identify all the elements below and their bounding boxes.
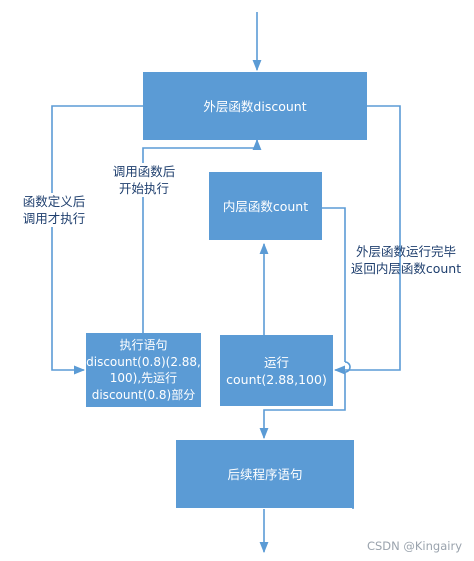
outer-done-return-label: 外层函数运行完毕 返回内层函数count (350, 244, 462, 276)
following-statements-node: 后续程序语句 (176, 440, 354, 508)
run-inner-node: 运行 count(2.88,100) (220, 335, 333, 406)
outer-return-connector (333, 105, 401, 375)
run-inner-label: 运行 count(2.88,100) (226, 354, 327, 387)
following-statements-label: 后续程序语句 (227, 466, 303, 482)
execute-statement-node: 执行语句 discount(0.8)(2.88, 100),先运行 discou… (86, 333, 201, 407)
inner-function-node: 内层函数count (209, 172, 322, 240)
define-to-execute-connector (51, 105, 143, 375)
inner-function-label: 内层函数count (222, 198, 309, 214)
outer-function-label: 外层函数discount (203, 98, 307, 114)
outer-function-node: 外层函数discount (143, 72, 367, 140)
inner-to-following-connector (322, 207, 346, 362)
call-to-outer-connector (142, 138, 262, 333)
execute-statement-label: 执行语句 discount(0.8)(2.88, 100),先运行 discou… (86, 338, 201, 402)
call-then-start-label: 调用函数后 开始执行 (104, 163, 184, 197)
watermark: CSDN @Kingairy (366, 539, 462, 553)
define-then-execute-label: 函数定义后 调用才执行 (14, 193, 94, 227)
